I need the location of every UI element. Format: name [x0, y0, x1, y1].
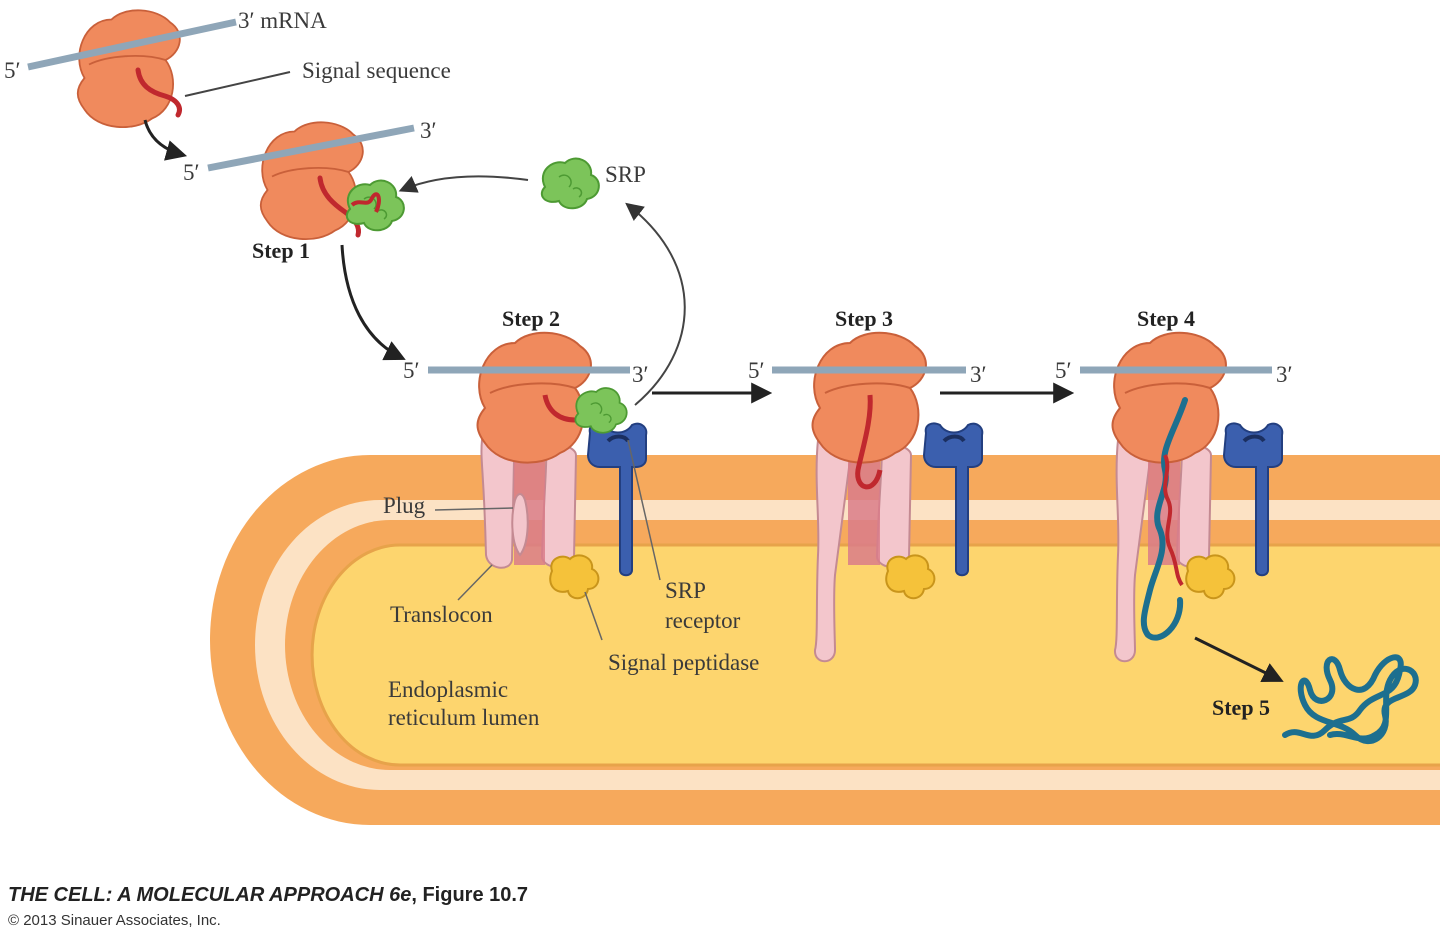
step4-complex: [1111, 331, 1285, 663]
srp-receptor-label-1: SRP: [665, 578, 706, 603]
free-ribosome-1: [76, 9, 182, 129]
plug-label: Plug: [383, 493, 426, 518]
er-lumen: [312, 545, 1440, 765]
five-prime-label-2: 5′: [183, 160, 200, 185]
translocon: [480, 438, 578, 569]
free-srp: [540, 157, 600, 210]
signal-peptidase-label: Signal peptidase: [608, 650, 759, 675]
copyright-notice: © 2013 Sinauer Associates, Inc.: [8, 912, 221, 929]
process-arrows: [143, 119, 1284, 682]
step2-complex: [476, 331, 649, 600]
srp-receptor-label-2: receptor: [665, 608, 741, 633]
step4-label: Step 4: [1137, 306, 1195, 331]
signal-sequence-leader: [184, 71, 291, 97]
step3-five-prime: 5′: [748, 358, 765, 383]
srp-label: SRP: [605, 162, 646, 187]
folded-protein: [1282, 654, 1419, 744]
step3-complex: [811, 331, 985, 663]
er-lumen-label-2: reticulum lumen: [388, 705, 540, 730]
mrna-strand: [27, 18, 237, 71]
signal-sequence-label: Signal sequence: [302, 58, 451, 83]
step4-five-prime: 5′: [1055, 358, 1072, 383]
step3-three-prime: 3′: [970, 362, 987, 387]
three-prime-label-2: 3′: [420, 118, 437, 143]
step3-label: Step 3: [835, 306, 893, 331]
er-lumen-label-1: Endoplasmic: [388, 677, 508, 702]
step4-three-prime: 3′: [1276, 362, 1293, 387]
step5-label: Step 5: [1212, 695, 1270, 720]
signal-sequence: [135, 67, 182, 118]
figure-caption-title: THE CELL: A MOLECULAR APPROACH 6e, Figur…: [8, 884, 528, 907]
mrna-label: 3′ mRNA: [238, 8, 327, 33]
step2-three-prime: 3′: [632, 362, 649, 387]
five-prime-label-1: 5′: [4, 58, 21, 83]
signal-peptidase-leader: [584, 591, 603, 641]
translocon-label: Translocon: [390, 602, 493, 627]
plug-leader: [434, 507, 514, 511]
step1-label: Step 1: [252, 238, 310, 263]
figure-number: , Figure 10.7: [411, 884, 529, 906]
book-title: THE CELL: A MOLECULAR APPROACH 6e: [8, 884, 412, 906]
step2-five-prime: 5′: [403, 358, 420, 383]
translocon-plug: [511, 493, 529, 557]
srp-receptor-leader: [627, 439, 661, 581]
ribosome-with-srp: [259, 121, 405, 241]
translocon-leader: [457, 564, 493, 601]
step2-label: Step 2: [502, 306, 560, 331]
